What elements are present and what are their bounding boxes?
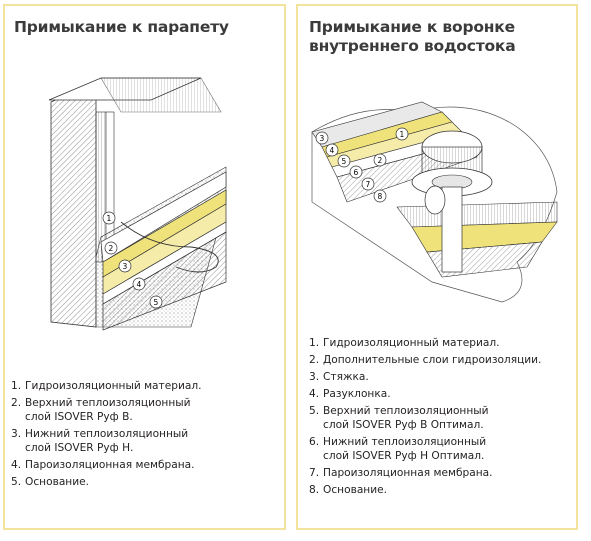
drain-callout-3: 3 (320, 134, 325, 143)
drain-callout-2: 2 (378, 156, 383, 165)
legend-item: 1.Гидроизоляционный материал. (11, 380, 202, 392)
drain-legend: 1.Гидроизоляционный материал. 2.Дополнит… (309, 336, 574, 500)
legend-item: 7.Пароизоляционная мембрана. (309, 467, 493, 479)
drain-callout-8: 8 (378, 192, 383, 201)
parapet-callout-2: 2 (109, 244, 114, 253)
drain-callout-4: 4 (330, 146, 335, 155)
parapet-callout-3: 3 (123, 262, 128, 271)
parapet-callout-4: 4 (137, 280, 142, 289)
drain-title: Примыкание к воронке внутреннего водосто… (309, 18, 516, 55)
drain-callout-5: 5 (342, 157, 347, 166)
legend-item: 1.Гидроизоляционный материал. (309, 337, 500, 349)
legend-item: 5.Основание. (11, 476, 90, 488)
parapet-title: Примыкание к парапету (14, 18, 229, 36)
drain-callout-7: 7 (366, 180, 371, 189)
legend-item: 5.Верхний теплоизоляционный слой ISOVER … (309, 405, 489, 431)
legend-item: 3.Нижний теплоизоляционный слой ISOVER Р… (11, 428, 189, 454)
legend-item: 6.Нижний теплоизоляционный слой ISOVER Р… (309, 436, 487, 462)
drain-callout-6: 6 (354, 168, 359, 177)
legend-item: 2.Дополнительные слои гидроизоляции. (309, 354, 542, 366)
drain-diagram: 1 2 3 4 5 6 7 8 (311, 101, 558, 303)
legend-item: 3.Стяжка. (309, 371, 369, 383)
legend-item: 8.Основание. (309, 484, 388, 496)
parapet-legend: 1.Гидроизоляционный материал. 2.Верхний … (11, 379, 281, 492)
parapet-diagram: 1 2 3 4 5 (48, 77, 227, 331)
parapet-panel: Примыкание к парапету (3, 4, 286, 530)
legend-item: 4.Разуклонка. (309, 388, 391, 400)
drain-callout-1: 1 (400, 130, 405, 139)
parapet-callout-5: 5 (154, 298, 159, 307)
legend-item: 4.Пароизоляционная мембрана. (11, 459, 195, 471)
drain-panel: Примыкание к воронке внутреннего водосто… (296, 4, 578, 530)
parapet-callout-1: 1 (107, 214, 112, 223)
legend-item: 2.Верхний теплоизоляционный слой ISOVER … (11, 397, 191, 423)
